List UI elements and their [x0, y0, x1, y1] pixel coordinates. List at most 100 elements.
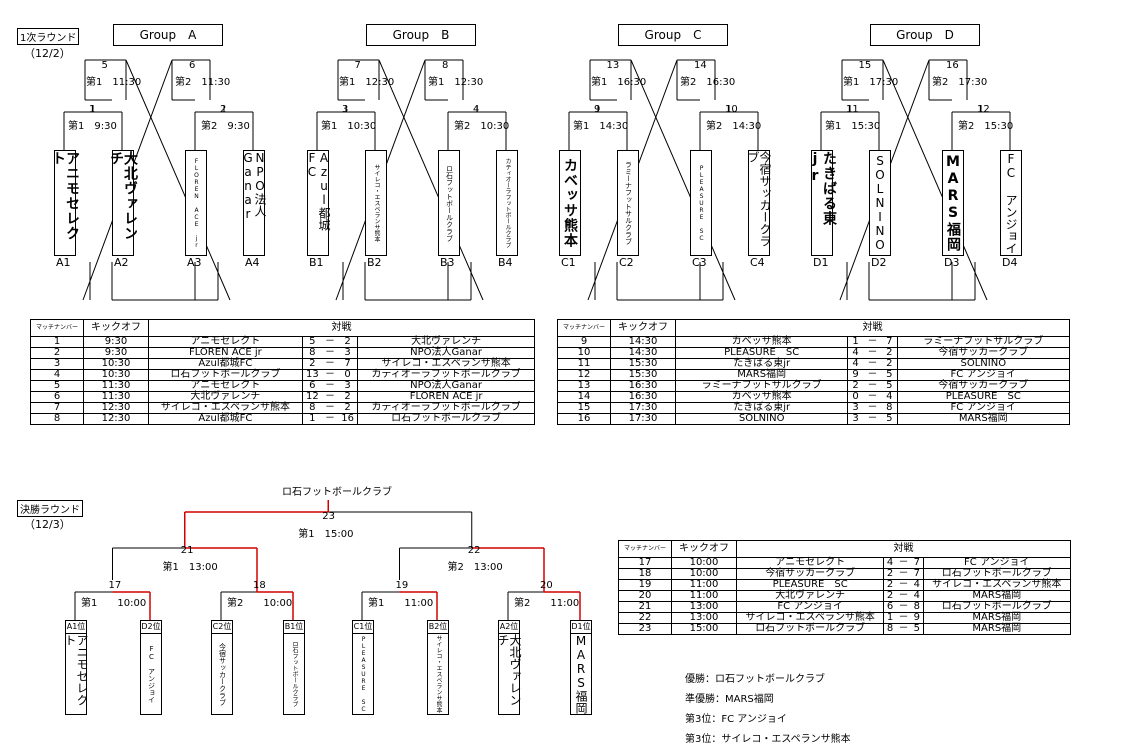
slot-pos-2: C2位: [211, 620, 233, 634]
cell-match-no: 15: [557, 402, 611, 414]
team-name-A3: FLOREN ACE jr: [193, 157, 200, 249]
cell-kickoff: 11:30: [83, 380, 149, 392]
team-code-D4: D4: [1002, 256, 1018, 269]
cell-away-score: 7: [882, 336, 898, 348]
slot-team-name-2: 今宿サッカークラブ: [218, 642, 227, 706]
header-kickoff: キックオフ: [610, 319, 676, 337]
cell-away-team: ラミーナフットサルクラブ: [896, 336, 1071, 348]
group-label-0: Group A: [113, 24, 223, 46]
match-slot-14: 第2 16:30: [680, 77, 736, 88]
final-match-no-23: 23: [322, 511, 335, 522]
cell-score-dash: －: [321, 380, 338, 392]
cell-home-team: ラミーナフットサルクラブ: [674, 380, 849, 392]
cell-away-score: 5: [882, 413, 898, 425]
standing-3rd-a: 第3位：FC アンジョイ: [685, 714, 787, 725]
cell-match-no: 14: [557, 391, 611, 403]
cell-match-no: 6: [30, 391, 84, 403]
cell-home-team: 大北ヴァレンチ: [148, 391, 303, 403]
cell-home-team: PLEASURE SC: [674, 347, 849, 359]
cell-away-score: 5: [911, 623, 924, 635]
final-match-slot-19: 第1 11:00: [368, 598, 434, 609]
cell-score-dash: －: [895, 623, 912, 635]
slot-pos-3: B1位: [283, 620, 305, 634]
slot-team-2: 今宿サッカークラブ: [211, 633, 233, 715]
cell-score-dash: －: [862, 413, 883, 425]
group-label-1: Group B: [366, 24, 476, 46]
team-code-A3: A3: [187, 256, 202, 269]
cell-home-team: カベッサ熊本: [674, 336, 849, 348]
cell-score-dash: －: [862, 358, 883, 370]
cell-away-team: PLEASURE SC: [896, 391, 1071, 403]
cell-home-score: 2: [847, 380, 863, 392]
cell-away-team: MARS福岡: [922, 623, 1072, 635]
slot-team-7: MARS福岡: [570, 633, 592, 715]
cell-away-team: 今宿サッカークラブ: [896, 347, 1071, 359]
team-code-D2: D2: [871, 256, 887, 269]
slot-team-name-1: FC アンジョイ: [147, 645, 156, 703]
cell-away-score: 3: [337, 380, 359, 392]
bracket-line: [125, 59, 231, 301]
table-header-row: マッチナンバーキックオフ対戦: [557, 319, 1070, 337]
team-code-C4: C4: [750, 256, 765, 269]
cell-kickoff: 16:30: [610, 391, 676, 403]
cell-away-team: MARS福岡: [922, 612, 1072, 624]
cell-away-score: 5: [882, 369, 898, 381]
final-match-slot-21: 第1 13:00: [162, 562, 218, 573]
cell-home-team: 今宿サッカークラブ: [735, 568, 885, 580]
final-match-no-22: 22: [467, 545, 481, 556]
cell-away-score: 7: [911, 568, 924, 580]
cell-home-score: 8: [883, 623, 896, 635]
cell-kickoff: 10:00: [671, 568, 737, 580]
slot-pos-4: C1位: [352, 620, 374, 634]
cell-score-dash: －: [321, 413, 338, 425]
cell-away-score: 7: [337, 358, 359, 370]
standing-1st: 優勝：ロ石フットボールクラブ: [685, 674, 825, 685]
cell-match-no: 4: [30, 369, 84, 381]
cell-home-score: 1: [847, 336, 863, 348]
match-no-11: 11: [846, 104, 859, 115]
cell-home-score: 8: [301, 402, 322, 414]
cell-away-team: ロ石フットボールクラブ: [357, 413, 535, 425]
team-name-D2: SOLNINO: [873, 154, 887, 252]
cell-away-score: 2: [337, 391, 359, 403]
final-match-slot-18: 第2 10:00: [227, 598, 293, 609]
team-name-D1: たきばる東jr: [807, 151, 837, 226]
team-name-C3: PLEASURE SC: [698, 164, 705, 242]
round1-date: （12/2）: [24, 47, 71, 60]
cell-score-dash: －: [321, 391, 338, 403]
group-label-2: Group C: [618, 24, 728, 46]
cell-home-score: 8: [301, 347, 322, 359]
cell-away-team: カティオーラフットボールクラブ: [357, 369, 535, 381]
final-match-no-19: 19: [395, 580, 409, 591]
team-box-B3: ロ石フットボールクラブ: [438, 150, 460, 256]
team-box-D1: たきばる東jr: [807, 150, 837, 256]
cell-away-score: 2: [337, 336, 359, 348]
team-name-A1: アニモセレクト: [50, 151, 80, 241]
cell-home-score: 4: [847, 347, 863, 359]
cell-match-no: 2: [30, 347, 84, 359]
cell-kickoff: 13:00: [671, 601, 737, 613]
cell-home-score: 0: [847, 391, 863, 403]
slot-team-name-4: PLEASURE SC: [360, 635, 367, 713]
match-no-5: 5: [101, 60, 108, 71]
team-name-B1: Azul都城FC: [305, 151, 331, 231]
cell-kickoff: 17:30: [610, 413, 676, 425]
slot-pos-7: D1位: [570, 620, 592, 634]
cell-score-dash: －: [895, 579, 912, 591]
cell-away-team: サイレコ・エスペランサ熊本: [922, 579, 1072, 591]
cell-kickoff: 14:30: [610, 336, 676, 348]
team-box-B2: サイレコ・エスペランサ熊本: [365, 150, 387, 256]
team-box-C3: PLEASURE SC: [690, 150, 712, 256]
cell-match-no: 20: [618, 590, 672, 602]
cell-away-score: 8: [911, 601, 924, 613]
cell-score-dash: －: [862, 402, 883, 414]
cell-away-score: 4: [911, 579, 924, 591]
